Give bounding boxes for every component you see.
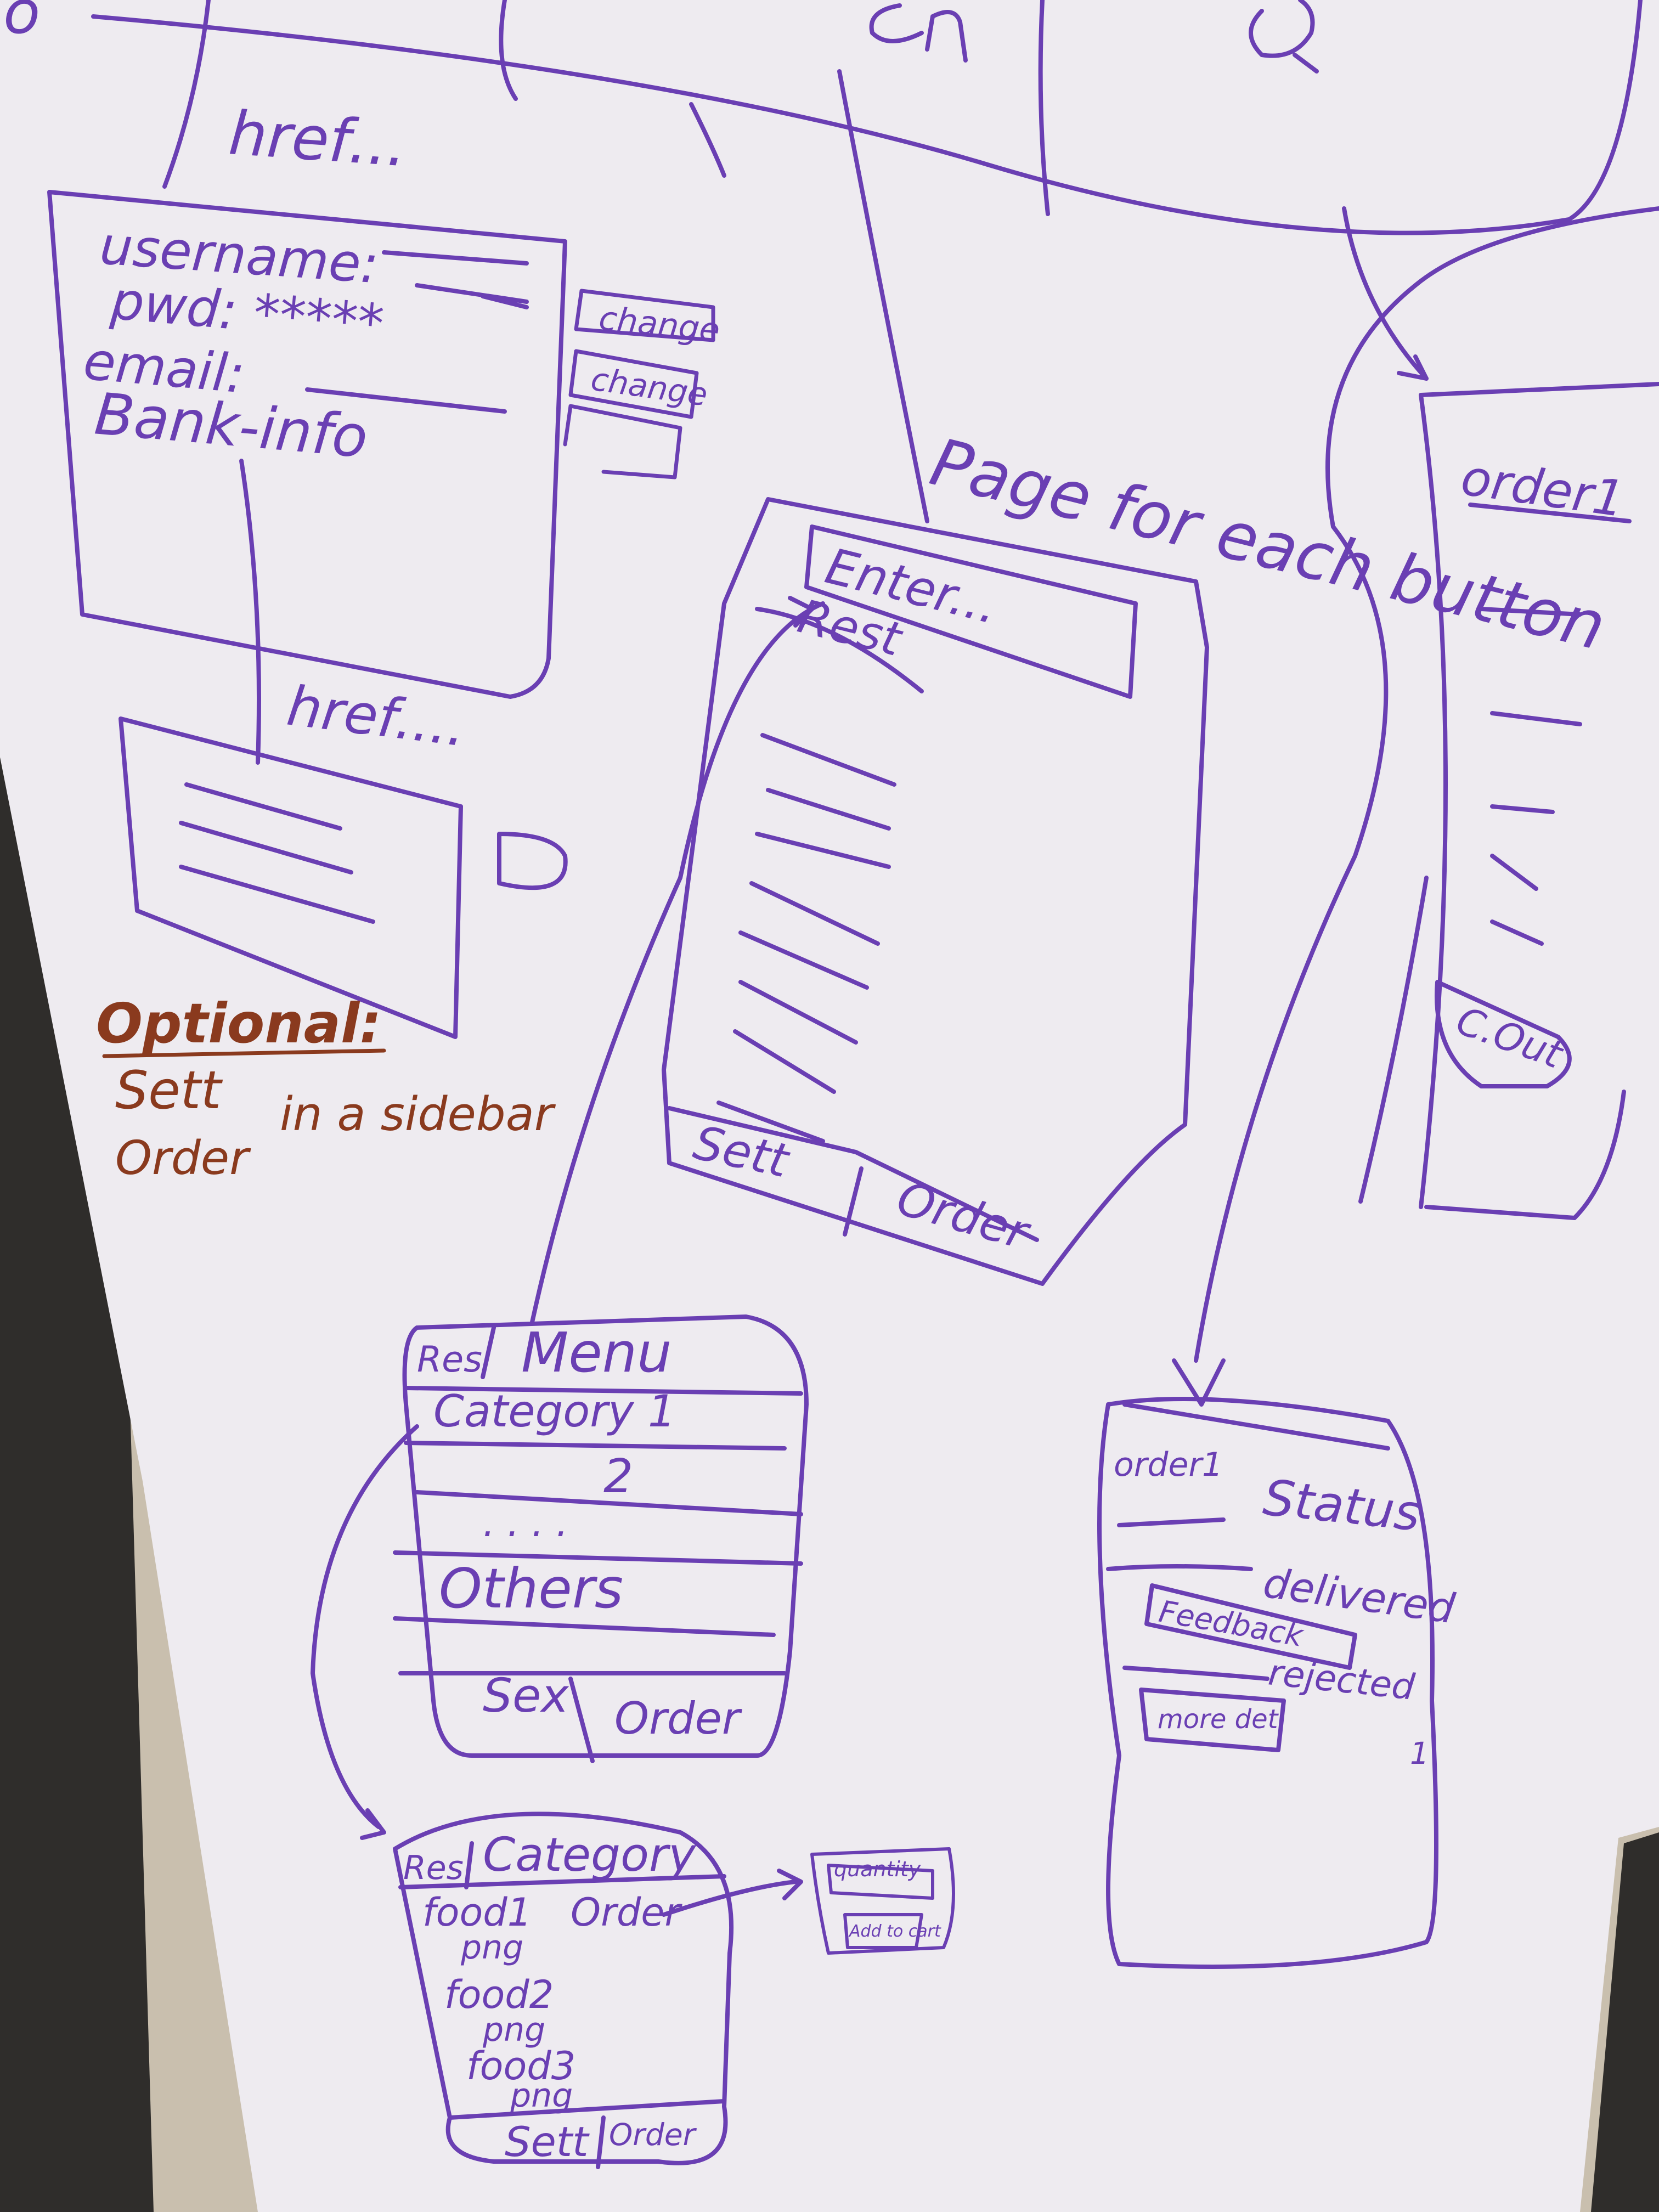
checkout-button-box xyxy=(1435,980,1572,1088)
restaurant-list-screen xyxy=(530,497,1209,1324)
menu-tab-order[interactable]: Order xyxy=(614,1693,743,1744)
orders-screen xyxy=(1172,206,1659,1407)
quantity-field[interactable]: quantity xyxy=(834,1857,921,1881)
add-to-cart-popup xyxy=(810,1847,955,1955)
change-bank-button-box xyxy=(563,404,682,479)
menu-title: Menu xyxy=(521,1321,672,1385)
order-status-screen xyxy=(1097,1397,1438,1969)
top-href-link[interactable]: href... xyxy=(227,98,409,180)
profile-email-label: email: xyxy=(81,331,247,405)
food-item-3-image: png xyxy=(510,2076,573,2115)
profile-screen xyxy=(47,190,567,765)
category-title: Category xyxy=(483,1828,697,1882)
feedback-button-box xyxy=(1144,1583,1357,1670)
detail-card-button xyxy=(497,832,568,890)
order-more-details-button[interactable]: more det xyxy=(1158,1704,1279,1735)
food-item-2[interactable]: food2 xyxy=(444,1972,554,2017)
profile-change-buttons xyxy=(563,289,715,479)
food-item-1[interactable]: food1 xyxy=(422,1890,532,1935)
food-item-1-image: png xyxy=(460,1928,523,1967)
menu-category-ellipsis: . . . . xyxy=(483,1500,568,1545)
board-frame-right xyxy=(1591,1832,1659,2212)
category-tab-settings[interactable]: Sett xyxy=(505,2118,590,2166)
menu-tab-settings[interactable]: Sex xyxy=(483,1669,569,1723)
add-to-cart-button-box xyxy=(843,1913,923,1949)
top-nav-sketch xyxy=(91,0,1643,523)
search-bar-box xyxy=(804,524,1138,699)
link-to-menu xyxy=(530,601,825,1324)
top-nav-letter-n xyxy=(925,10,968,63)
change-password-button-box xyxy=(574,289,715,342)
menu-screen xyxy=(311,1314,809,1840)
menu-category-2[interactable]: 2 xyxy=(603,1449,633,1504)
order-status-mark: 1 xyxy=(1410,1736,1429,1771)
food-item-2-image: png xyxy=(482,2011,545,2049)
optional-note-underline xyxy=(102,1048,386,1058)
optional-note-title: Optional: xyxy=(96,991,381,1056)
link-to-popup xyxy=(662,1880,798,1917)
menu-back-button[interactable]: Res xyxy=(417,1339,482,1380)
detail-card xyxy=(119,716,568,1039)
optional-note-sidebar: in a sidebar xyxy=(280,1087,556,1142)
category-back-button[interactable]: Res xyxy=(403,1849,464,1887)
menu-category-1[interactable]: Category 1 xyxy=(433,1386,676,1437)
link-to-category xyxy=(311,1424,419,1829)
category-screen xyxy=(393,1812,803,2169)
food-item-3[interactable]: food3 xyxy=(466,2044,575,2089)
top-nav-letter-q xyxy=(1249,0,1319,74)
profile-line-to-detail xyxy=(239,459,261,765)
top-nav-letter-c xyxy=(869,3,924,43)
order-status-order-label: order1 xyxy=(1114,1446,1223,1484)
quantity-field-box xyxy=(827,1864,934,1900)
add-to-cart-button[interactable]: Add to cart xyxy=(848,1922,941,1941)
change-email-button-box xyxy=(568,349,699,419)
more-details-button-box xyxy=(1139,1688,1286,1752)
menu-category-others[interactable]: Others xyxy=(439,1556,623,1621)
food-item-1-order-button[interactable]: Order xyxy=(571,1890,682,1935)
optional-note-settings: Sett xyxy=(115,1060,223,1121)
optional-note-order: Order xyxy=(115,1131,251,1186)
top-letter-o: o xyxy=(3,0,40,47)
board-frame xyxy=(0,757,154,2212)
category-tab-order[interactable]: Order xyxy=(609,2117,697,2152)
